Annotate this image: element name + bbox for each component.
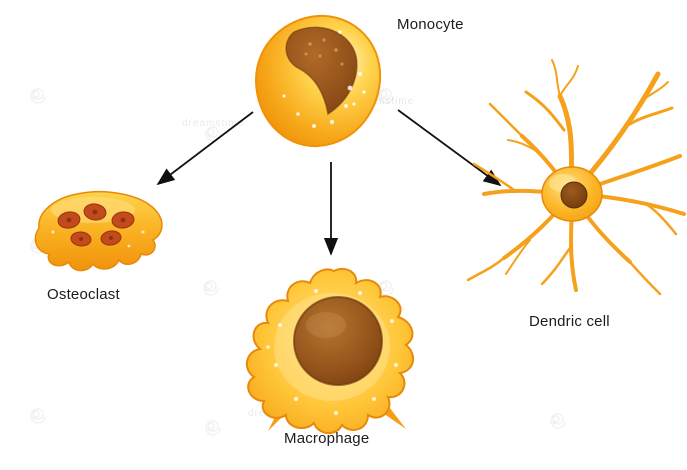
monocyte-nucleus — [285, 26, 358, 116]
osteoclast-granules — [51, 230, 145, 248]
dendritic-cell-illustration — [466, 59, 686, 296]
nucleus-highlight — [306, 312, 346, 338]
cytoplasm-granules — [282, 30, 366, 128]
nucleus-speckles — [304, 38, 344, 66]
nuclei-centers — [66, 209, 126, 241]
watermark-text: dreamstime — [352, 96, 415, 107]
monocyte-label: Monocyte — [397, 16, 464, 33]
osteoclast-cell-illustration — [34, 191, 163, 272]
dendritic-nucleus — [560, 181, 588, 209]
arrow-monocyte-to-dendritic — [397, 109, 502, 187]
monocyte-cell-illustration — [254, 14, 382, 148]
macrophage-cell-illustration — [245, 267, 415, 434]
arrow-monocyte-to-osteoclast — [156, 111, 254, 186]
macrophage-label: Macrophage — [284, 430, 370, 447]
osteoclast-label: Osteoclast — [47, 286, 120, 303]
macrophage-nucleus — [293, 296, 383, 386]
macrophage-granules — [266, 289, 398, 415]
watermark-text: dreamstime — [182, 118, 245, 129]
dendritic-label: Dendric cell — [529, 313, 610, 330]
